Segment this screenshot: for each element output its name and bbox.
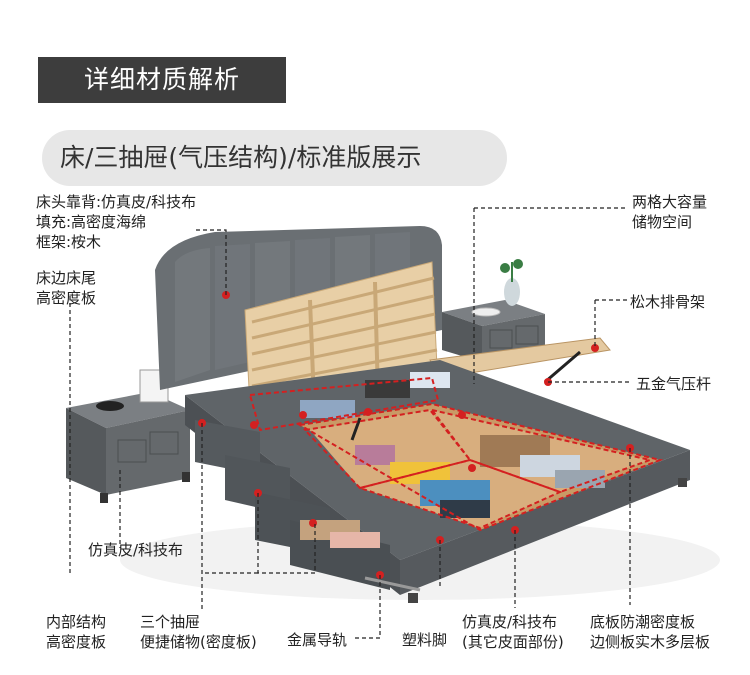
rail-label: 金属导轨 [287,631,348,649]
headboard-label: 床头靠背:仿真皮/科技布 填充:高密度海绵 框架:桉木 [36,193,197,251]
bed-tail-label: 床边床尾 高密度板 [36,269,97,307]
leather-bottom-label: 仿真皮/科技布 (其它皮面部份) [462,613,564,651]
leather-left-label: 仿真皮/科技布 [88,541,184,559]
right-nightstand [442,259,545,362]
storage-label: 两格大容量 储物空间 [632,193,708,231]
foot-label: 塑料脚 [402,631,448,649]
inner-structure-label: 内部结构 高密度板 [46,613,107,651]
page-title: 详细材质解析 [38,57,286,103]
base-board-label: 底板防潮密度板 边侧板实木多层板 [590,613,711,651]
drawers-label: 三个抽屉 便捷储物(密度板) [140,613,257,651]
left-nightstand [66,369,190,495]
drawers [195,420,421,592]
page-subtitle: 床/三抽屉(气压结构)/标准版展示 [42,130,507,186]
slats-label: 松木排骨架 [630,293,706,311]
gas-strut-label: 五金气压杆 [636,375,712,393]
